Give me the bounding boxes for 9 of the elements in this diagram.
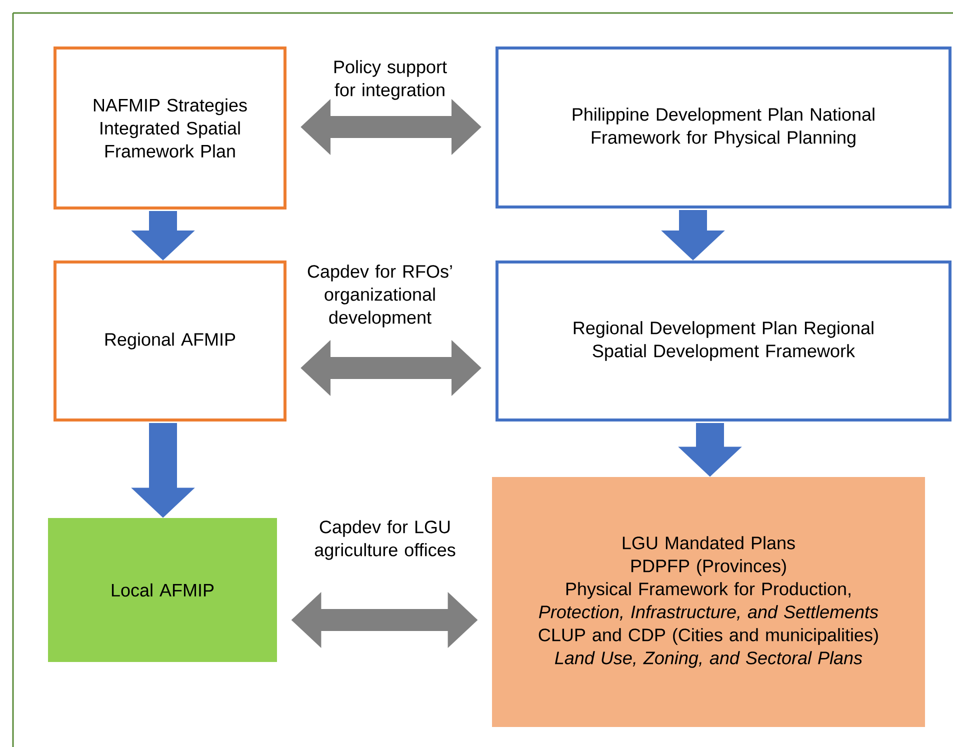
edge-label: Policy support for integration — [334, 60, 447, 100]
process-box: NAFMIP Strategies Integrated Spatial Framework Plan — [54, 46, 286, 210]
process-box: Regional Development Plan Regional Spatial Development Framework — [496, 260, 952, 422]
edge-label: Capdev for RFOs’ organizational development — [308, 264, 452, 328]
process-box: LGU Mandated Plans PDPFP (Provinces) Physical Framework for Production, Protection, Infrastructure, and Settlements CLUP and CDP (Cities and municipalities) Land Use, Zoning, and Sectoral Plans — [492, 477, 925, 727]
process-box: Regional AFMIP — [54, 260, 286, 422]
process-box: Philippine Development Plan National Framework for Physical Planning — [496, 46, 952, 208]
process-box: Local AFMIP — [48, 518, 277, 662]
edge-label: Capdev for LGU agriculture offices — [314, 520, 456, 560]
